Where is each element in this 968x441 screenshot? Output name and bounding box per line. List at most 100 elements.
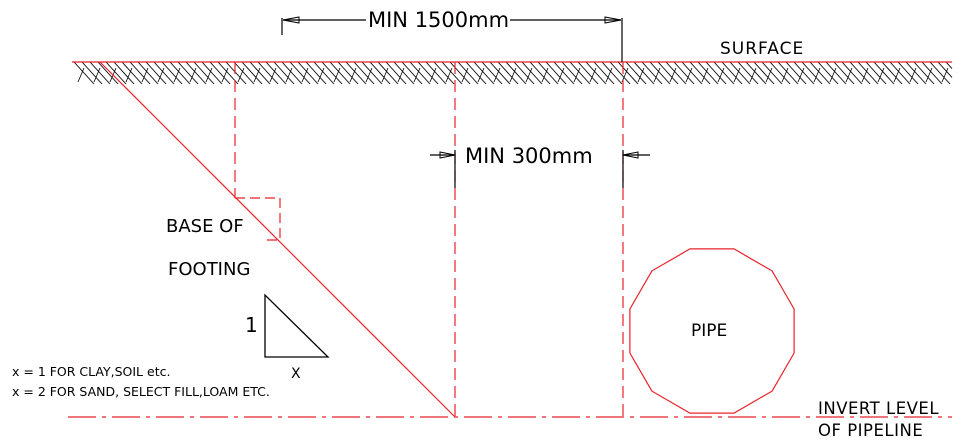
hatch-stroke	[749, 67, 757, 83]
hatch-stroke	[129, 61, 151, 85]
hatch-stroke	[717, 67, 725, 83]
hatch-stroke	[177, 61, 199, 85]
hatch-stroke	[241, 61, 263, 85]
hatch-stroke	[333, 67, 341, 83]
hatch-stroke	[281, 61, 303, 85]
hatch-stroke	[377, 61, 399, 85]
hatch-stroke	[253, 67, 261, 83]
hatch-stroke	[413, 67, 421, 83]
hatch-stroke	[553, 61, 575, 85]
hatch-stroke	[897, 61, 919, 85]
hatch-stroke	[89, 61, 111, 85]
hatch-stroke	[393, 61, 415, 85]
of-pipeline-label: OF PIPELINE	[818, 421, 923, 440]
hatch-stroke	[537, 61, 559, 85]
hatch-stroke	[637, 67, 645, 83]
hatch-stroke	[737, 61, 759, 85]
hatch-stroke	[769, 61, 791, 85]
hatch-stroke	[861, 67, 869, 83]
hatch-stroke	[833, 61, 855, 85]
hatch-stroke	[237, 67, 245, 83]
hatch-stroke	[893, 67, 901, 83]
slope-rise-label: 1	[245, 313, 258, 337]
hatch-stroke	[745, 61, 767, 85]
hatch-stroke	[497, 61, 519, 85]
hatch-stroke	[153, 61, 175, 85]
hatch-stroke	[813, 67, 821, 83]
hatch-stroke	[845, 67, 853, 83]
hatch-stroke	[605, 67, 613, 83]
hatch-stroke	[121, 61, 143, 85]
hatch-stroke	[761, 61, 783, 85]
hatch-stroke	[657, 61, 679, 85]
hatch-stroke	[157, 67, 165, 83]
dim-300-label: MIN 300mm	[465, 144, 593, 168]
hatch-stroke	[297, 61, 319, 85]
hatch-stroke	[433, 61, 455, 85]
note-clay: x = 1 FOR CLAY,SOIL etc.	[12, 364, 170, 379]
hatch-stroke	[257, 61, 279, 85]
hatch-stroke	[545, 61, 567, 85]
hatch-stroke	[445, 67, 453, 83]
hatch-stroke	[617, 61, 639, 85]
hatch-stroke	[881, 61, 903, 85]
hatch-stroke	[921, 61, 943, 85]
hatch-stroke	[753, 61, 775, 85]
hatch-stroke	[289, 61, 311, 85]
hatch-stroke	[697, 61, 719, 85]
hatch-stroke	[285, 67, 293, 83]
hatch-stroke	[161, 61, 183, 85]
hatch-stroke	[305, 61, 327, 85]
hatch-stroke	[609, 61, 631, 85]
hatch-stroke	[365, 67, 373, 83]
hatch-stroke	[721, 61, 743, 85]
hatch-stroke	[417, 61, 439, 85]
hatch-stroke	[73, 61, 95, 85]
hatch-stroke	[573, 67, 581, 83]
hatch-stroke	[941, 67, 949, 83]
hatch-stroke	[409, 61, 431, 85]
hatch-stroke	[477, 67, 485, 83]
hatch-stroke	[429, 67, 437, 83]
hatch-stroke	[825, 61, 847, 85]
hatch-stroke	[529, 61, 551, 85]
influence-slope-line	[99, 61, 456, 418]
hatch-stroke	[889, 61, 911, 85]
hatch-stroke	[829, 67, 837, 83]
hatch-stroke	[441, 61, 463, 85]
slope-ratio-triangle	[264, 293, 330, 358]
hatch-stroke	[97, 61, 119, 85]
hatch-stroke	[141, 67, 149, 83]
hatch-stroke	[301, 67, 309, 83]
hatch-stroke	[369, 61, 391, 85]
hatch-stroke	[809, 61, 831, 85]
hatch-stroke	[877, 67, 885, 83]
hatch-stroke	[397, 67, 405, 83]
hatch-stroke	[625, 61, 647, 85]
hatch-stroke	[137, 61, 159, 85]
hatch-stroke	[665, 61, 687, 85]
hatch-stroke	[461, 67, 469, 83]
hatch-stroke	[705, 61, 727, 85]
hatch-stroke	[105, 61, 127, 85]
hatch-stroke	[653, 67, 661, 83]
hatch-stroke	[681, 61, 703, 85]
hatch-stroke	[633, 61, 655, 85]
hatch-stroke	[509, 67, 517, 83]
hatch-stroke	[493, 67, 501, 83]
hatch-stroke	[713, 61, 735, 85]
hatch-stroke	[641, 61, 663, 85]
hatch-stroke	[569, 61, 591, 85]
hatch-stroke	[169, 61, 191, 85]
hatch-stroke	[233, 61, 255, 85]
hatch-stroke	[329, 61, 351, 85]
hatch-stroke	[865, 61, 887, 85]
hatch-stroke	[601, 61, 623, 85]
hatch-stroke	[249, 61, 271, 85]
hatch-stroke	[425, 61, 447, 85]
hatch-stroke	[541, 67, 549, 83]
hatch-stroke	[673, 61, 695, 85]
hatch-stroke	[77, 67, 85, 83]
pipe-label: PIPE	[691, 321, 727, 341]
